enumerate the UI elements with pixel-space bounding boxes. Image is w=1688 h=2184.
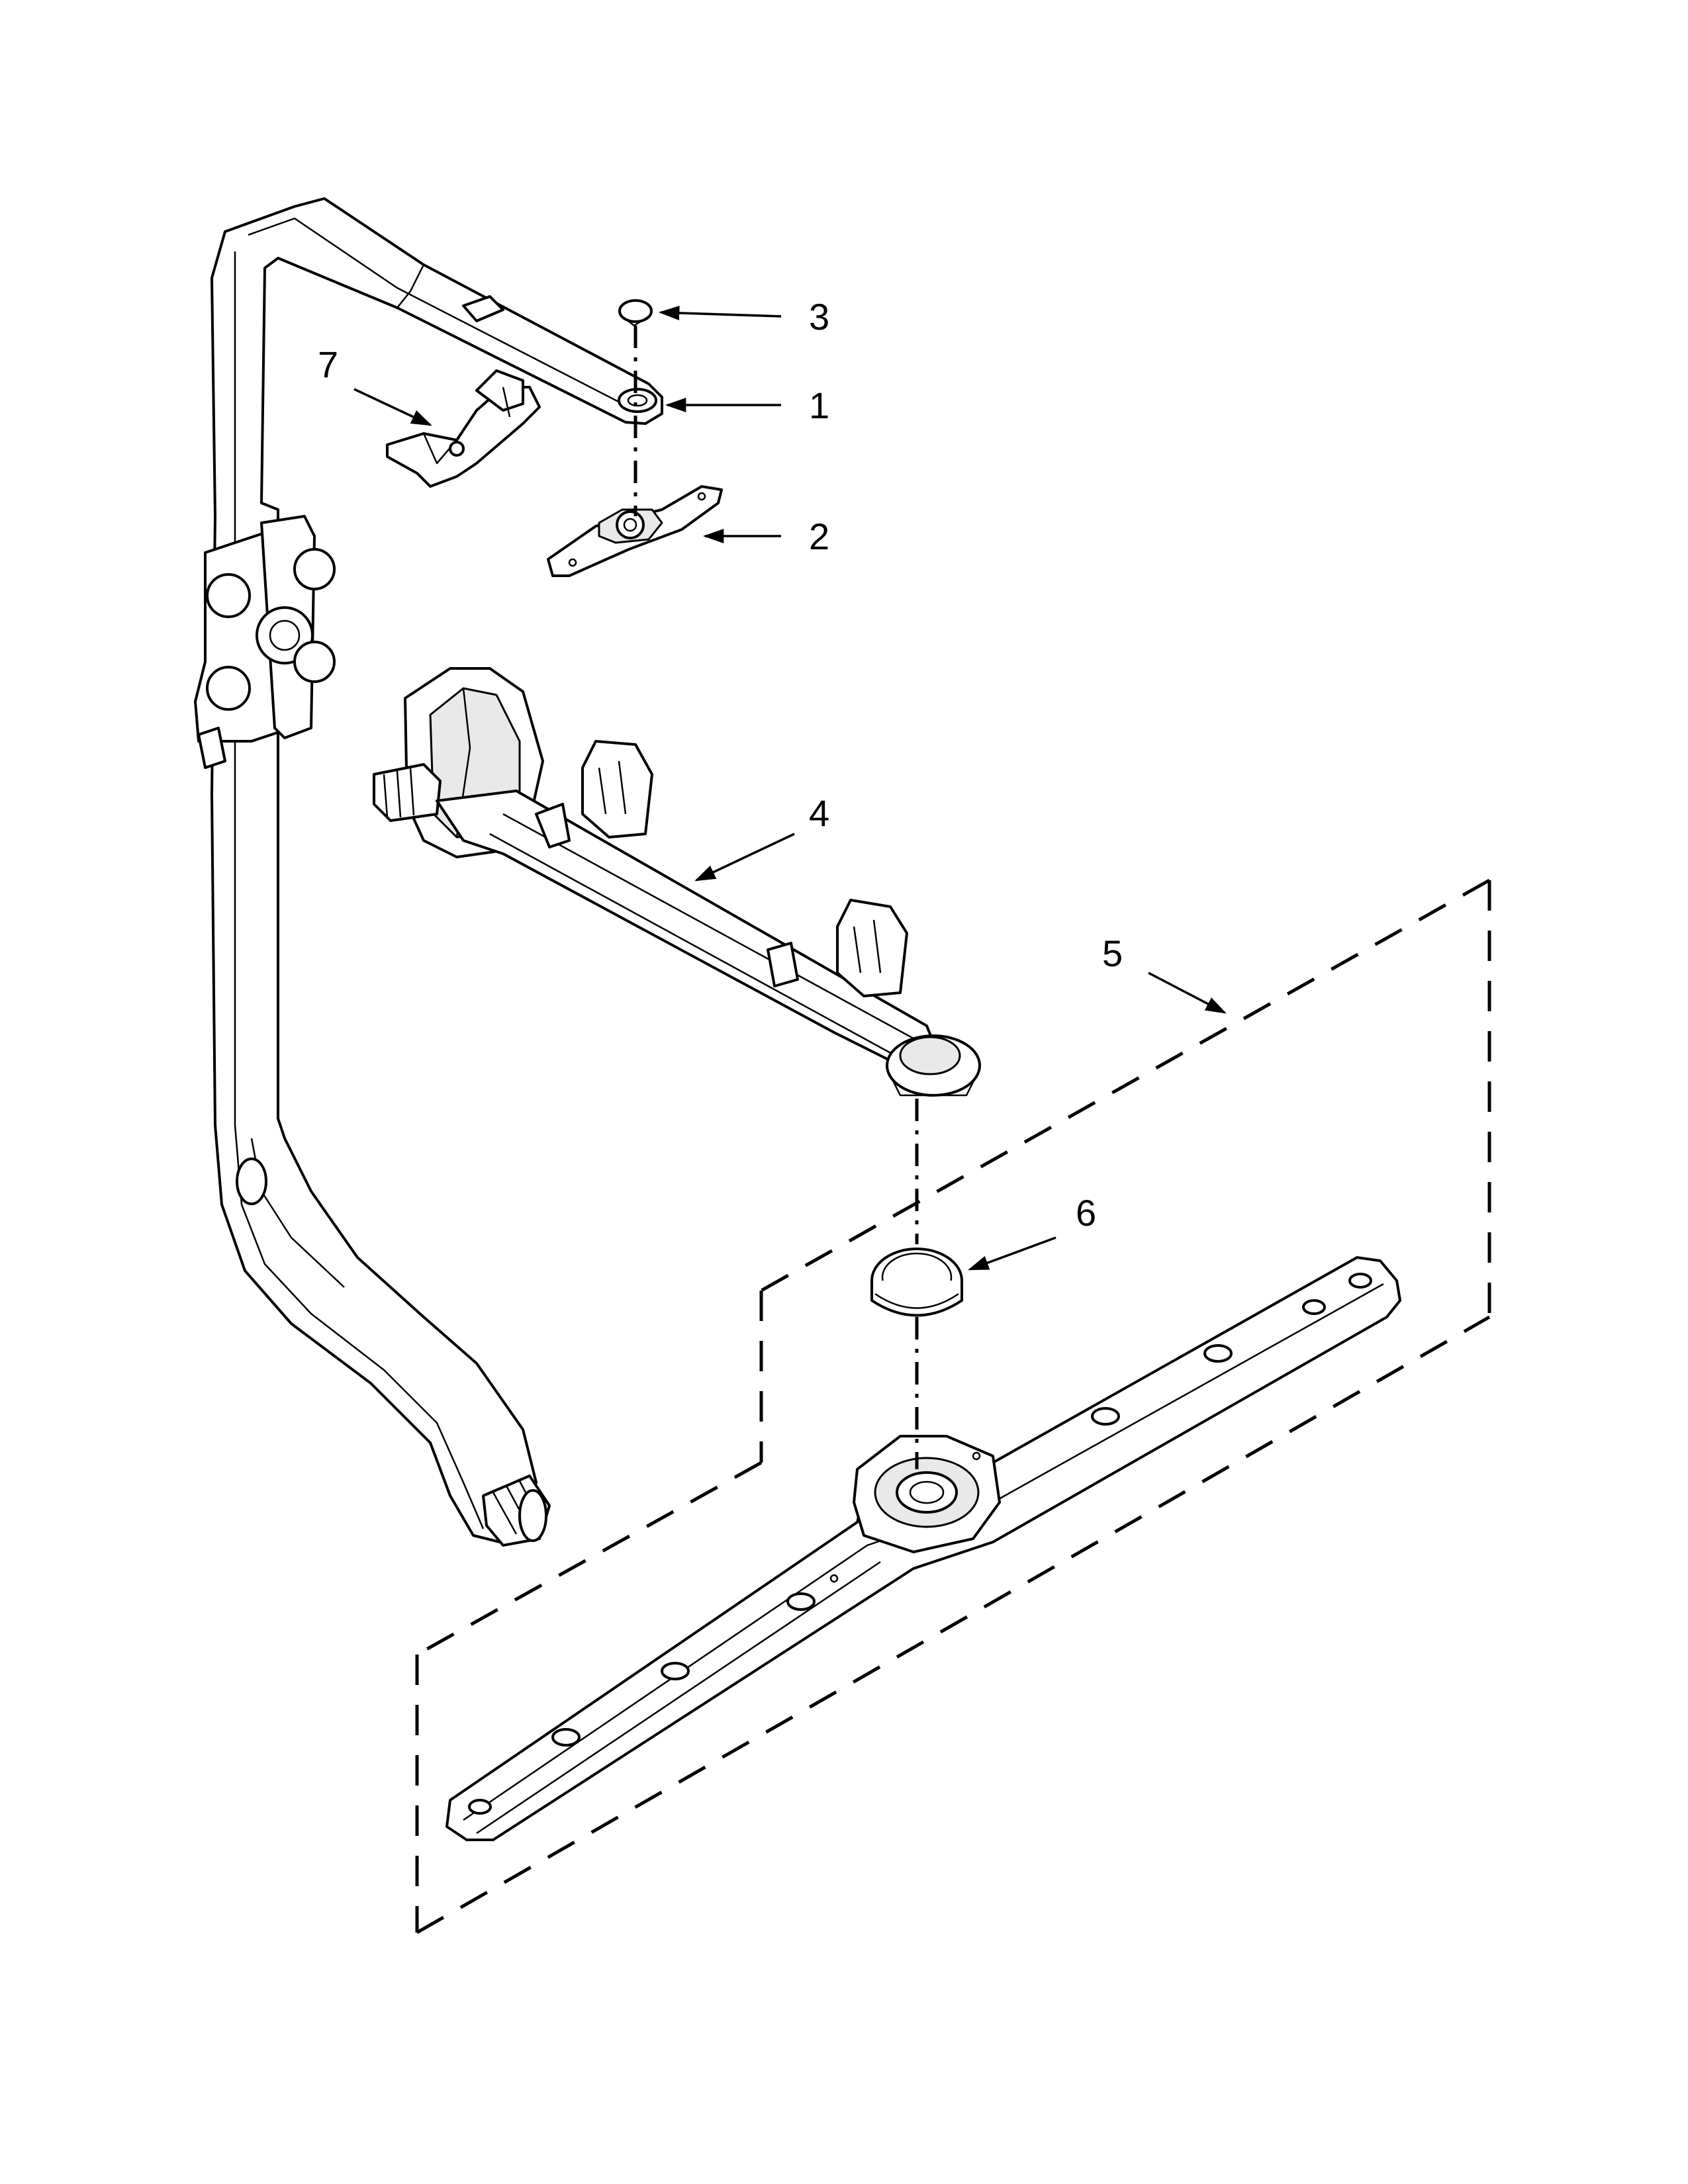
callout-2: 2 [809, 516, 829, 557]
callout-5: 5 [1102, 933, 1123, 974]
part-6-ring [870, 1248, 963, 1317]
part-3-cap [618, 299, 653, 327]
callout-6: 6 [1076, 1192, 1096, 1234]
assembly-5-dashed-outline [415, 878, 1491, 1934]
part-2-upper-spray-arm [547, 485, 723, 577]
part-4-mid-spray-arm-assembly [373, 667, 981, 1097]
callout-labels: 3 1 2 4 5 6 7 [318, 296, 1123, 1234]
assembly-centerlines [633, 326, 919, 1469]
supply-tube-manifold [194, 197, 663, 1547]
callout-7: 7 [318, 343, 338, 385]
part-7-bracket [386, 369, 541, 488]
part-5-lower-spray-arm [445, 1256, 1401, 1841]
callout-3: 3 [809, 296, 829, 338]
callout-leaders [353, 305, 1227, 1271]
callout-1: 1 [809, 385, 829, 426]
callout-4: 4 [809, 792, 829, 834]
